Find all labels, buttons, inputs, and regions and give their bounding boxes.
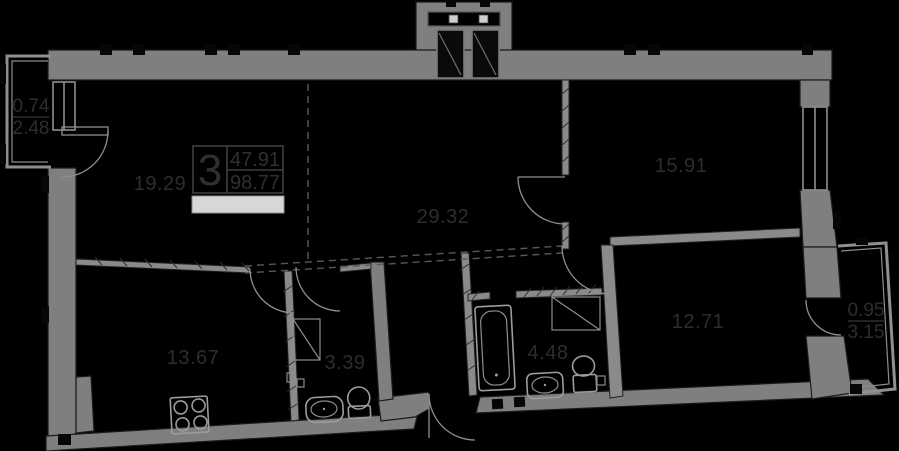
room-area-label: 12.71 — [672, 311, 725, 333]
right-wall-mid — [799, 189, 838, 248]
toilet-icon — [346, 386, 372, 420]
wall-3-39-right — [369, 261, 394, 402]
drain-icon — [286, 372, 295, 383]
balcony-right-label: 0.95 3.15 — [848, 300, 885, 343]
wall-13-67-3-39 — [283, 270, 300, 422]
balcony-labels: 0.74 2.48 0.95 3.15 — [13, 96, 885, 343]
wall-12-71-left — [600, 244, 624, 399]
window-left — [52, 81, 76, 131]
door-arc-12-71 — [561, 245, 611, 295]
badge-bar — [191, 195, 285, 214]
room-area-label: 4.48 — [528, 342, 569, 364]
right-wall-lower — [805, 335, 853, 400]
wall-tabs — [0, 0, 868, 445]
vent-box-icon — [596, 375, 606, 386]
core-slot — [427, 11, 501, 27]
badge-living-area: 47.91 — [230, 149, 280, 171]
room-area-label: 29.32 — [417, 206, 470, 228]
right-wall-mid2 — [802, 246, 842, 299]
badge-rooms-count: 3 — [198, 146, 222, 195]
room-area-label: 13.67 — [167, 347, 220, 369]
room-area-label: 3.39 — [325, 352, 366, 374]
core-marker — [478, 14, 489, 24]
room-labels: 19.29 29.32 15.91 13.67 3.39 4.48 12.71 — [134, 155, 725, 374]
wall-pilaster — [75, 375, 95, 434]
door-balcony-left — [61, 126, 109, 178]
wall-15-91-upper — [561, 79, 570, 176]
room-area-label: 15.91 — [655, 155, 708, 177]
balcony-area: 2.48 — [13, 118, 50, 139]
elevator-shaft-icon — [436, 29, 465, 79]
unit-info-badge: 3 47.91 98.77 — [191, 145, 285, 214]
balcony-factor: 0.74 — [13, 96, 50, 117]
window-right — [802, 106, 828, 191]
dashed-partition-horizontal — [244, 252, 563, 274]
windows — [52, 81, 828, 191]
stair-core-detail — [427, 11, 501, 79]
balcony-left — [5, 54, 51, 169]
bathtub-icon — [474, 304, 516, 392]
fixtures — [169, 296, 606, 435]
interior-walls — [75, 79, 801, 422]
washer-icon — [292, 318, 321, 361]
sink-icon — [525, 371, 565, 400]
badge-total-area: 98.77 — [230, 172, 280, 194]
core-marker — [448, 14, 459, 24]
room-area-label: 19.29 — [134, 173, 187, 195]
balcony-area: 3.15 — [848, 322, 885, 343]
door-arc-3-39 — [295, 266, 341, 312]
wall-4-48-top-a — [467, 291, 491, 302]
wall-4-48-left — [460, 252, 478, 397]
stove-icon — [169, 395, 210, 435]
wall-15-91-lower — [561, 221, 570, 250]
sink-icon — [305, 395, 344, 424]
door-arc-13-67 — [249, 268, 295, 314]
elevator-shaft-icon — [471, 29, 500, 79]
wall-15-91-12-71 — [609, 227, 801, 247]
balcony-left-label: 0.74 2.48 — [13, 96, 50, 139]
bottom-wall-left — [45, 412, 419, 451]
dashed-partitions — [244, 84, 563, 274]
doors — [61, 126, 842, 441]
wall-3-39-top — [339, 262, 372, 273]
left-wall — [47, 167, 77, 451]
door-entrance — [428, 393, 476, 441]
toilet-icon — [571, 355, 598, 394]
dashed-partition-horizontal — [244, 245, 563, 267]
door-15-91 — [517, 176, 566, 225]
bottom-wall-right — [475, 378, 886, 414]
drain-icon — [296, 378, 305, 388]
right-wall-upper — [799, 79, 831, 108]
balcony-factor: 0.95 — [848, 300, 885, 321]
wardrobe-icon — [551, 296, 601, 331]
door-arc-balcony-right — [805, 299, 842, 336]
